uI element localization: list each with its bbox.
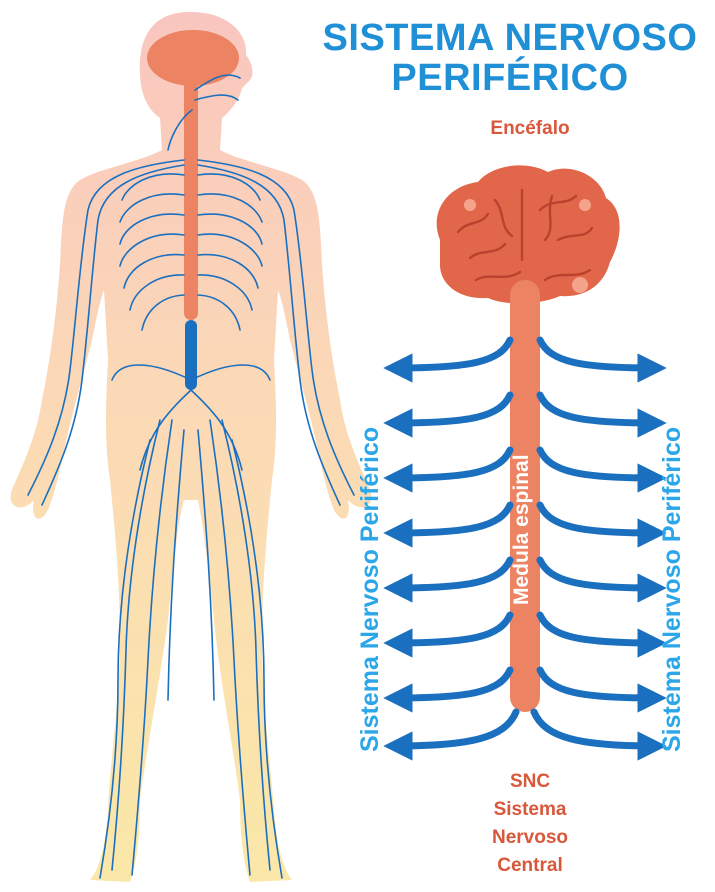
page-title: SISTEMA NERVOSO PERIFÉRICO (305, 18, 715, 98)
spinal-cord-label: Medula espinal (510, 454, 534, 605)
peripheral-label-right: Sistema Nervoso Periférico (658, 427, 687, 752)
cns-label-line-3: Nervoso (455, 824, 605, 852)
title-line-1: SISTEMA NERVOSO (305, 18, 715, 58)
head-brain (147, 30, 239, 86)
cns-label-line-1: SNC (455, 768, 605, 796)
brain-label: Encéfalo (455, 118, 605, 140)
peripheral-label-left: Sistema Nervoso Periférico (356, 427, 385, 752)
cns-label-line-4: Central (455, 852, 605, 880)
cns-label: SNC Sistema Nervoso Central (455, 768, 605, 880)
cns-label-line-2: Sistema (455, 796, 605, 824)
title-line-2: PERIFÉRICO (305, 58, 715, 98)
